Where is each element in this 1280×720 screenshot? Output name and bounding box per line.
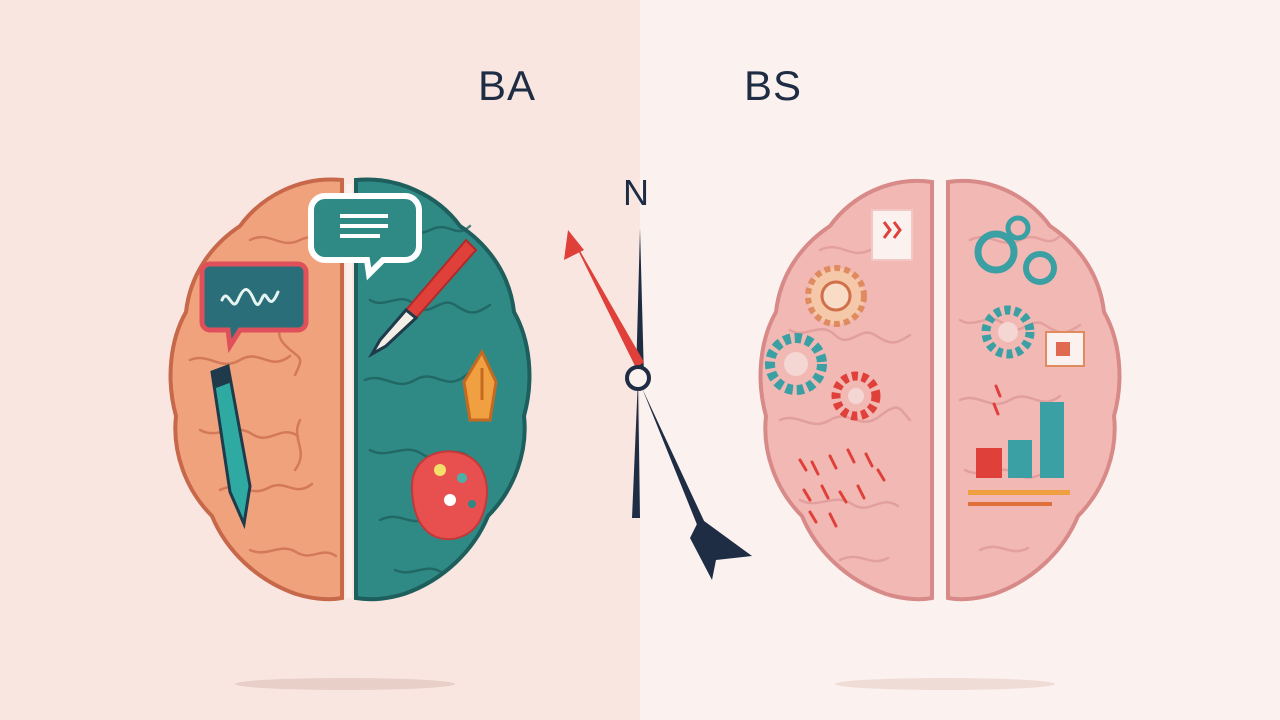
compass-needle-icon <box>564 228 752 580</box>
gear-icon <box>831 371 881 421</box>
label-ba: BA <box>478 62 537 109</box>
document-icon <box>871 209 913 261</box>
gear-icon <box>805 265 867 327</box>
pen-nib-icon <box>462 348 498 422</box>
paint-palette-icon <box>410 450 488 541</box>
right-shadow <box>835 678 1055 690</box>
waveform-bubble-icon <box>199 261 309 354</box>
pen-icon <box>210 363 252 530</box>
right-hemisphere-right <box>946 179 1122 602</box>
gear-icon <box>981 305 1035 359</box>
gear-icon <box>765 333 827 395</box>
left-brain <box>168 177 532 602</box>
bar-chart-icon <box>968 402 1070 506</box>
compass-north-label: N <box>623 172 649 213</box>
sound-wave-icon <box>798 384 1002 528</box>
left-shadow <box>235 678 455 690</box>
right-brain <box>758 179 1122 602</box>
card-icon <box>1045 331 1085 367</box>
gear-icon <box>974 215 1057 285</box>
chat-bubble-icon <box>308 193 422 281</box>
label-bs: BS <box>744 62 803 109</box>
right-hemisphere-left <box>758 179 934 602</box>
paintbrush-icon <box>367 238 478 359</box>
